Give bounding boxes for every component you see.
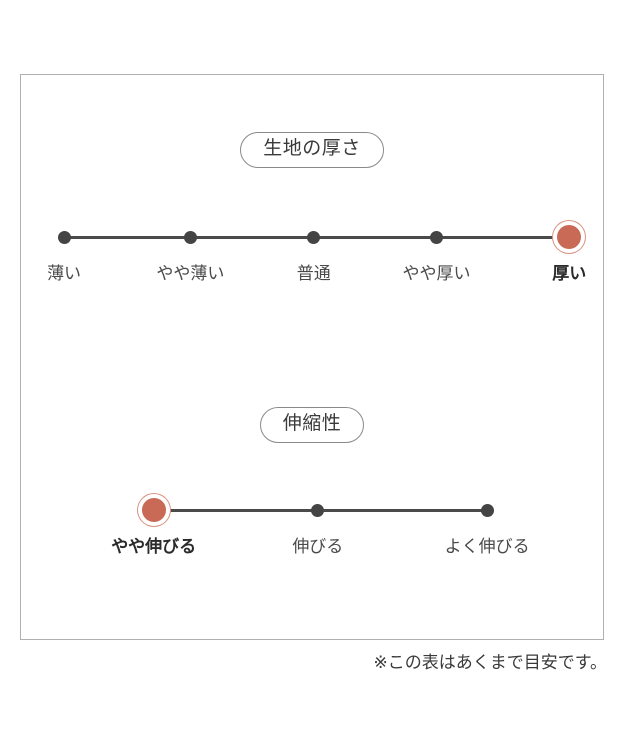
thickness-label-somewhat-thin: やや薄い bbox=[156, 264, 225, 283]
fabric-spec-panel: 生地の厚さ 薄い やや薄い 普通 やや厚い 厚い 伸縮性 bbox=[20, 74, 604, 640]
stretch-scale: やや伸びる 伸びる よく伸びる bbox=[21, 495, 603, 585]
stretch-label-somewhat: やや伸びる bbox=[111, 537, 197, 556]
stretch-dot-stretchy bbox=[311, 503, 325, 517]
thickness-dot-thick bbox=[557, 225, 582, 249]
thickness-dot-thin bbox=[57, 230, 71, 244]
thickness-heading-pill: 生地の厚さ bbox=[240, 132, 384, 168]
stretch-heading-row: 伸縮性 bbox=[21, 407, 603, 443]
thickness-dot-somewhat-thin bbox=[183, 230, 197, 244]
footnote-text: ※この表はあくまで目安です。 bbox=[373, 653, 607, 672]
stretch-dot-very-stretchy bbox=[480, 503, 494, 517]
thickness-label-thin: 薄い bbox=[47, 264, 82, 283]
stretch-label-stretchy: 伸びる bbox=[292, 537, 344, 556]
thickness-label-thick: 厚い bbox=[552, 264, 587, 283]
thickness-label-normal: 普通 bbox=[296, 264, 331, 283]
stretch-label-very-stretchy: よく伸びる bbox=[444, 537, 530, 556]
thickness-dot-normal bbox=[307, 230, 321, 244]
stretch-dot-somewhat bbox=[141, 498, 166, 522]
thickness-heading-row: 生地の厚さ bbox=[21, 132, 603, 168]
thickness-scale: 薄い やや薄い 普通 やや厚い 厚い bbox=[21, 222, 603, 312]
thickness-label-somewhat-thick: やや厚い bbox=[402, 264, 471, 283]
thickness-dot-somewhat-thick bbox=[430, 230, 444, 244]
stretch-heading-pill: 伸縮性 bbox=[259, 407, 365, 443]
